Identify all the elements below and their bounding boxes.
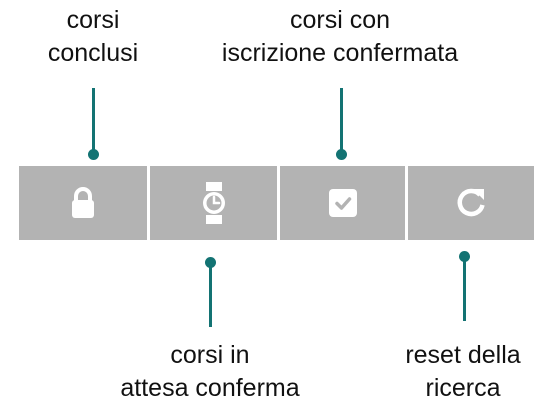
reset-search-caption: reset della ricerca xyxy=(405,339,520,405)
confirmed-courses-caption-line-2: iscrizione confermata xyxy=(221,39,459,67)
waiting-confirmation-connector xyxy=(209,262,212,327)
hourglass-clock-icon xyxy=(199,180,229,226)
closed-courses-caption-line-2: conclusi xyxy=(47,39,139,67)
course-filter-toolbar xyxy=(19,166,534,240)
refresh-icon xyxy=(454,186,488,220)
waiting-confirmation-caption-line-2: attesa conferma xyxy=(120,374,300,402)
closed-courses-caption: corsi conclusi xyxy=(48,4,138,70)
closed-courses-caption-line-1: corsi xyxy=(66,6,120,34)
confirmed-courses-connector-dot xyxy=(336,149,347,160)
confirmed-courses-caption-line-1: corsi con xyxy=(289,6,391,34)
waiting-confirmation-caption-line-1: corsi in xyxy=(170,341,250,369)
lock-icon xyxy=(70,187,96,219)
waiting-confirmation-button[interactable] xyxy=(147,166,277,240)
reset-search-caption-line-2: ricerca xyxy=(425,374,501,402)
confirmed-courses-connector xyxy=(340,88,343,153)
closed-courses-connector xyxy=(92,88,95,153)
closed-courses-connector-dot xyxy=(88,149,99,160)
closed-courses-button[interactable] xyxy=(19,166,147,240)
waiting-confirmation-caption: corsi in attesa conferma xyxy=(120,339,299,405)
reset-search-button[interactable] xyxy=(405,166,534,240)
confirmed-enrollment-button[interactable] xyxy=(277,166,405,240)
reset-search-connector xyxy=(463,256,466,321)
checkbox-checked-icon xyxy=(327,187,359,219)
reset-search-caption-line-1: reset della xyxy=(405,341,521,369)
confirmed-courses-caption: corsi con iscrizione confermata xyxy=(222,4,458,70)
